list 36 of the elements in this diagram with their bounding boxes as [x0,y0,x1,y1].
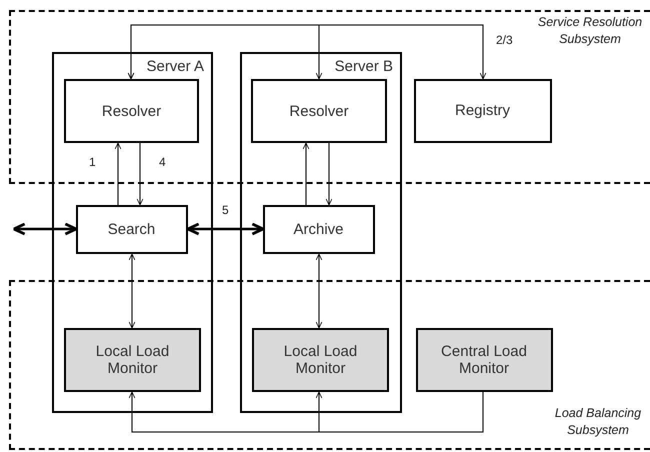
component-box [262,204,374,254]
component-box [251,79,387,143]
monitor-box [416,328,552,392]
arrow [302,142,310,206]
edge-label: 5 [221,203,230,217]
server-title: Server B [334,58,393,75]
arrow [114,142,122,206]
arrow [128,254,136,328]
server-box [240,52,402,413]
box-label: Registry [454,102,510,119]
box-label: Local Load Monitor [94,343,170,377]
monitor-box [64,328,201,392]
monitor-box [252,328,389,392]
edge-label: 4 [158,155,167,169]
arrow [186,222,264,236]
server-box [52,52,213,413]
arrow [128,24,322,80]
edge-label: 1 [88,155,97,169]
external-arrow [12,222,78,236]
box-label: Central Load Monitor [440,342,528,376]
component-box [414,78,552,142]
arrow [326,142,332,206]
component-box [76,204,188,254]
box-label: Resolver [289,102,349,120]
box-label: Resolver [102,102,162,120]
box-label: Archive [293,220,344,238]
box-label: Search [108,220,156,238]
server-title: Server A [146,58,204,75]
arrow [316,392,484,432]
edge-label: 2/3 [495,33,514,47]
subsystem-title: Service Resolution Subsystem [536,14,644,48]
component-box [64,79,199,143]
arrow [316,254,322,328]
subsystem-title: Load Balancing Subsystem [554,405,642,439]
arrow [136,142,144,206]
box-label: Local Load Monitor [282,343,358,377]
